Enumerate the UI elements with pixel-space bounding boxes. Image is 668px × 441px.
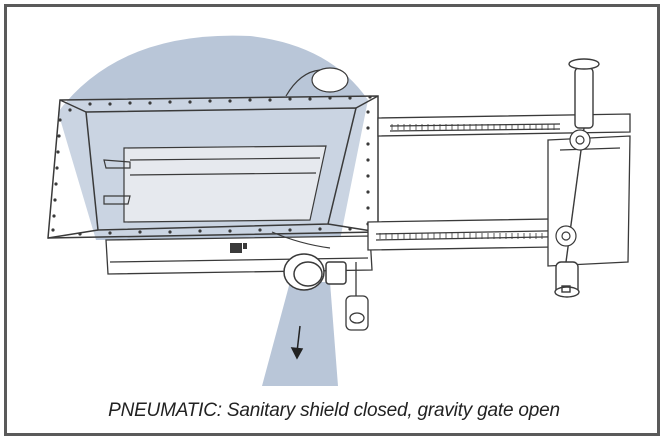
upper-rail: [377, 113, 631, 137]
drive-housing: [547, 135, 631, 267]
gravity-gate-blade: [103, 145, 327, 223]
figure-caption: PNEUMATIC: Sanitary shield closed, gravi…: [108, 400, 560, 421]
pneumatic-cylinder: [554, 58, 600, 298]
logo-mark: [230, 243, 247, 253]
pinion-lower: [555, 225, 577, 247]
upper-rack-teeth: [391, 124, 555, 130]
shield-drive: [271, 67, 349, 249]
position-sensor: [345, 262, 369, 331]
down-arrow-icon: [290, 325, 304, 360]
flange-holes: [51, 95, 372, 236]
pinion-upper: [569, 129, 591, 151]
shield-actuator-hub: [283, 253, 347, 291]
flow-beam: [262, 282, 338, 386]
